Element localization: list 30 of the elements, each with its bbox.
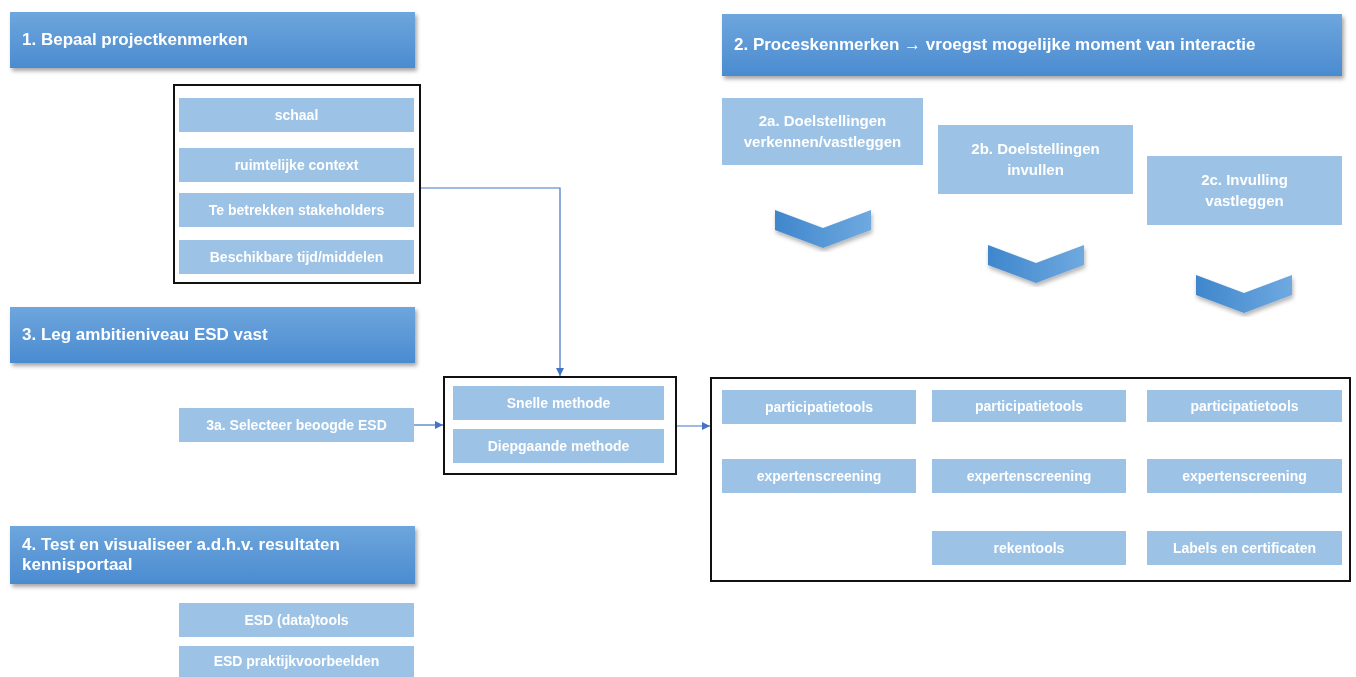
connector-arrow [420,187,564,377]
item-box: Snelle methode [453,386,664,420]
item-box: expertenscreening [1147,459,1342,493]
step-header: 3. Leg ambitieniveau ESD vast [10,307,415,363]
item-box: schaal [179,98,414,132]
item-box: participatietools [722,390,916,424]
item-box: participatietools [1147,390,1342,422]
item-box: 3a. Selecteer beoogde ESD [179,408,414,442]
step-header: 4. Test en visualiseer a.d.h.v. resultaten kennisportaal [10,526,415,584]
connector-arrow [413,421,444,429]
item-box: ruimtelijke context [179,148,414,182]
item-box: Te betrekken stakeholders [179,193,414,227]
step-header: 2. Proceskenmerken → vroegst mogelijke moment van interactie [722,14,1342,76]
item-box: ESD praktijkvoorbeelden [179,646,414,677]
item-box: expertenscreening [932,459,1126,493]
item-box: participatietools [932,390,1126,422]
group-box [443,376,677,475]
group-box [710,377,1351,582]
connector-arrow [676,422,711,430]
item-box: 2c. Invulling vastleggen [1147,156,1342,225]
step-header: 1. Bepaal projectkenmerken [10,12,415,68]
item-box: 2a. Doelstellingen verkennen/vastleggen [722,98,923,165]
item-box: ESD (data)tools [179,603,414,637]
group-box [173,84,421,284]
item-box: expertenscreening [722,459,916,493]
item-box: rekentools [932,531,1126,565]
item-box: Labels en certificaten [1147,531,1342,565]
item-box: 2b. Doelstellingen invullen [938,125,1133,194]
item-box: Diepgaande methode [453,429,664,463]
item-box: Beschikbare tijd/middelen [179,240,414,274]
